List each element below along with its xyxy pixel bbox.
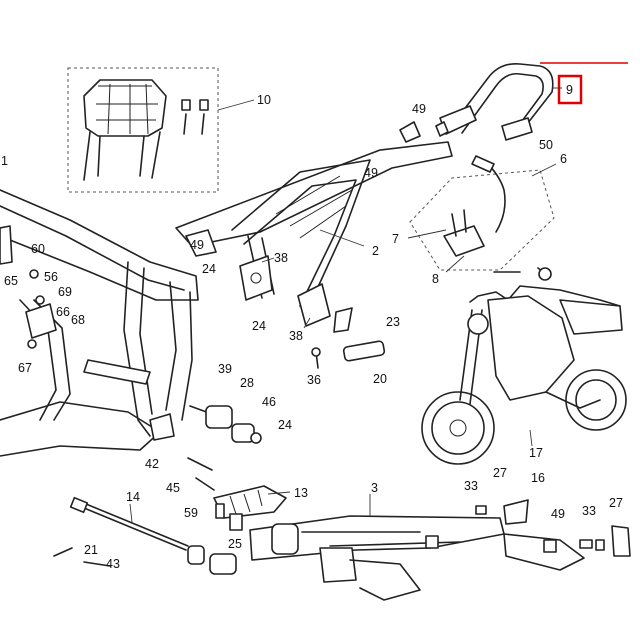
- leader-6: [531, 163, 557, 177]
- callout-25[interactable]: 25: [228, 537, 242, 551]
- leader-38b: [303, 317, 311, 329]
- callout-68[interactable]: 68: [71, 313, 85, 327]
- callout-38a[interactable]: 38: [274, 251, 288, 265]
- callout-20[interactable]: 20: [373, 372, 387, 386]
- swingarm-axle-part: [69, 496, 189, 551]
- leader-38a: [261, 257, 275, 263]
- callout-23[interactable]: 23: [386, 315, 400, 329]
- callout-46[interactable]: 46: [262, 395, 276, 409]
- callout-13[interactable]: 13: [294, 486, 308, 500]
- callout-69[interactable]: 69: [58, 285, 72, 299]
- bracket-38-right: [297, 283, 353, 333]
- callout-7[interactable]: 7: [392, 232, 399, 246]
- callout-59[interactable]: 59: [184, 506, 198, 520]
- leader-8: [445, 255, 465, 273]
- callout-9[interactable]: 9: [566, 83, 573, 97]
- callout-14[interactable]: 14: [126, 490, 140, 504]
- callout-36[interactable]: 36: [307, 373, 321, 387]
- callout-33a[interactable]: 33: [464, 479, 478, 493]
- callout-8[interactable]: 8: [432, 272, 439, 286]
- callout-43[interactable]: 43: [106, 557, 120, 571]
- rear-subframe-part: [175, 121, 453, 307]
- callout-17[interactable]: 17: [529, 446, 543, 460]
- callout-16[interactable]: 16: [531, 471, 545, 485]
- leader-7: [407, 229, 447, 239]
- callout-60[interactable]: 60: [31, 242, 45, 256]
- leader-2: [319, 229, 365, 247]
- footpeg-assembly: [187, 457, 287, 531]
- callout-45[interactable]: 45: [166, 481, 180, 495]
- callout-49b[interactable]: 49: [364, 166, 378, 180]
- callout-56[interactable]: 56: [44, 270, 58, 284]
- bushing-group: [189, 405, 262, 444]
- small-hardware: [27, 269, 631, 575]
- callout-24b[interactable]: 24: [252, 319, 266, 333]
- main-frame-part: [0, 189, 199, 457]
- grab-handle-part: [439, 62, 554, 141]
- leader-14: [129, 503, 133, 523]
- callout-24a[interactable]: 24: [202, 262, 216, 276]
- callout-6[interactable]: 6: [560, 152, 567, 166]
- callout-27b[interactable]: 27: [609, 496, 623, 510]
- callout-65[interactable]: 65: [4, 274, 18, 288]
- callout-2[interactable]: 2: [372, 244, 379, 258]
- callout-67[interactable]: 67: [18, 361, 32, 375]
- callout-49d[interactable]: 49: [551, 507, 565, 521]
- callout-10[interactable]: 10: [257, 93, 271, 107]
- motorcycle-illustration: [421, 267, 627, 465]
- seat-lock-cable-group: [409, 155, 555, 271]
- callout-24c[interactable]: 24: [278, 418, 292, 432]
- callout-33b[interactable]: 33: [582, 504, 596, 518]
- leader-10: [217, 99, 255, 111]
- highlight-box-9: [557, 74, 583, 105]
- callout-49a[interactable]: 49: [412, 102, 426, 116]
- callout-42[interactable]: 42: [145, 457, 159, 471]
- swingarm-part: [249, 515, 585, 601]
- callout-21[interactable]: 21: [84, 543, 98, 557]
- callout-28[interactable]: 28: [240, 376, 254, 390]
- callout-3[interactable]: 3: [371, 481, 378, 495]
- callout-39[interactable]: 39: [218, 362, 232, 376]
- callout-labels: 1 2 3 6 7 8 9 10 13 14 16 17 20 21 23 24…: [1, 83, 623, 571]
- callout-1[interactable]: 1: [1, 154, 8, 168]
- callout-49c[interactable]: 49: [190, 238, 204, 252]
- callout-27a[interactable]: 27: [493, 466, 507, 480]
- leader-13: [267, 491, 291, 495]
- callout-50[interactable]: 50: [539, 138, 553, 152]
- leader-17: [529, 429, 533, 447]
- callout-38b[interactable]: 38: [289, 329, 303, 343]
- callout-66[interactable]: 66: [56, 305, 70, 319]
- bracket-38-left: [239, 255, 273, 301]
- luggage-rack-group: [67, 67, 219, 193]
